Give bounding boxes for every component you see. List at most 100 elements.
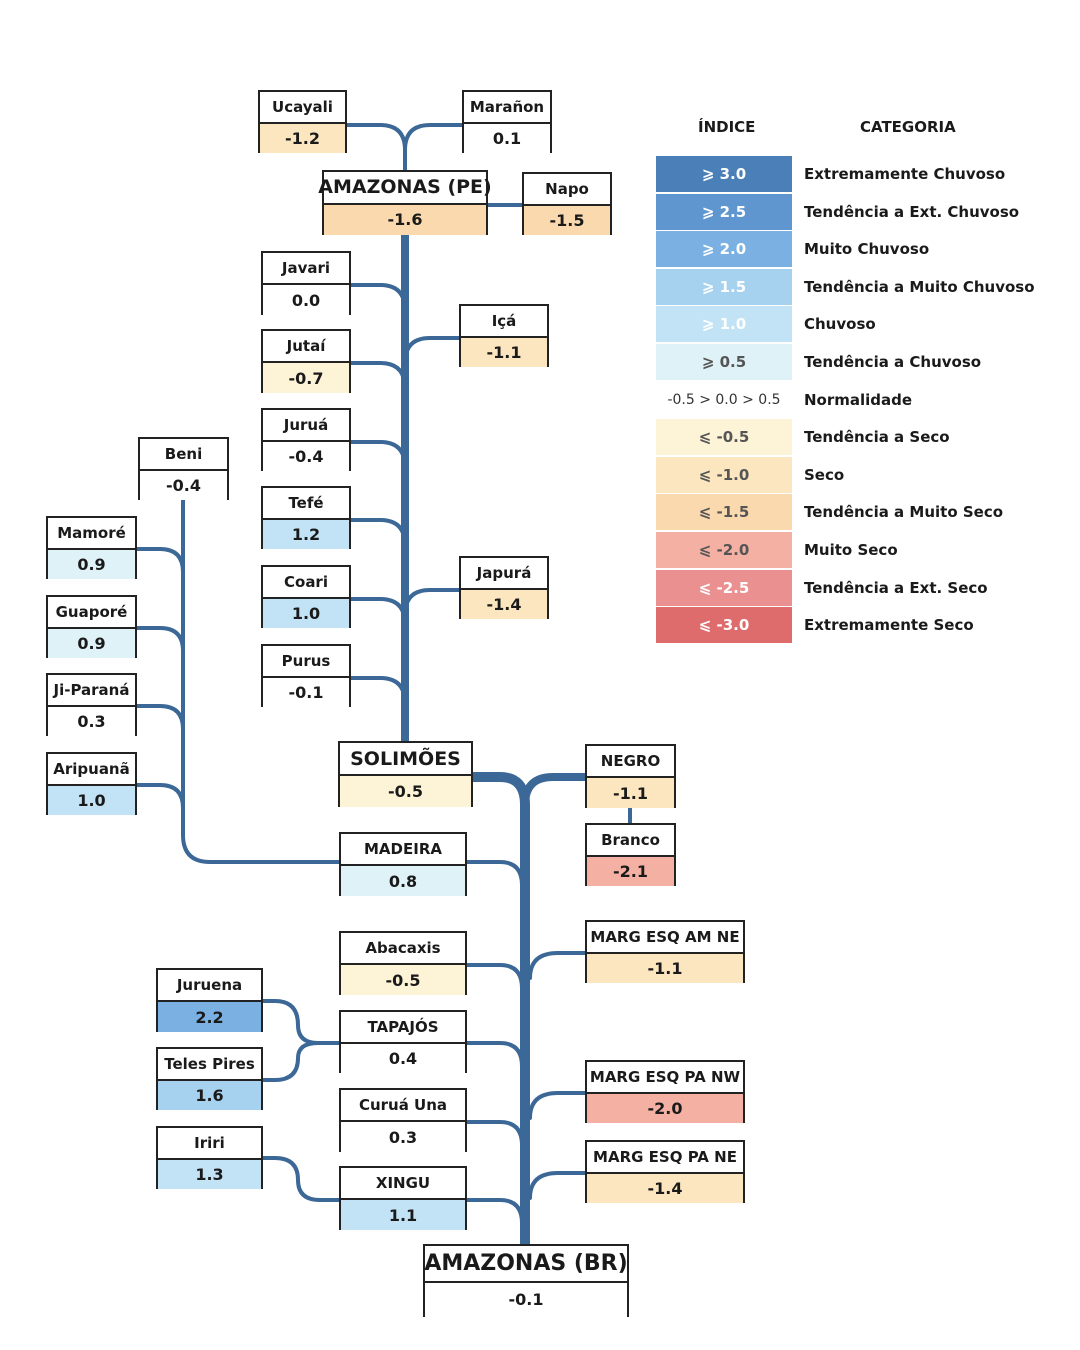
node-name: Abacaxis bbox=[341, 933, 465, 965]
connector-xingu bbox=[464, 1198, 524, 1225]
node-value: -1.5 bbox=[524, 205, 610, 235]
node-purus[interactable]: Purus-0.1 bbox=[261, 644, 351, 707]
node-value: -1.6 bbox=[324, 204, 486, 235]
legend-index-header: ÍNDICE bbox=[698, 118, 756, 136]
node-name: Marañon bbox=[464, 92, 550, 124]
connector-coari bbox=[348, 597, 407, 626]
legend-index-swatch: ⩾ 1.0 bbox=[656, 306, 792, 343]
node-amazonas-br[interactable]: AMAZONAS (BR)-0.1 bbox=[423, 1244, 629, 1317]
node-value: 2.2 bbox=[158, 1002, 261, 1032]
connector-maranon bbox=[403, 123, 465, 152]
node-ucayali[interactable]: Ucayali-1.2 bbox=[258, 90, 347, 153]
connector-javari bbox=[348, 283, 407, 312]
node-solimoes[interactable]: SOLIMÕES-0.5 bbox=[338, 741, 473, 807]
node-name: NEGRO bbox=[587, 746, 674, 778]
connector-juruena bbox=[260, 999, 342, 1045]
node-name: AMAZONAS (PE) bbox=[318, 172, 492, 205]
legend-index-swatch: ⩽ -2.0 bbox=[656, 532, 792, 568]
node-negro[interactable]: NEGRO-1.1 bbox=[585, 744, 676, 808]
node-value: 1.0 bbox=[263, 598, 349, 628]
node-name: Purus bbox=[263, 646, 349, 678]
connector-mamore bbox=[134, 547, 185, 574]
node-value: 1.3 bbox=[158, 1159, 261, 1189]
node-name: Juruá bbox=[263, 410, 349, 442]
node-marg-am-ne[interactable]: MARG ESQ AM NE-1.1 bbox=[585, 920, 745, 983]
connector-aripuana bbox=[134, 783, 185, 810]
node-name: Juruena bbox=[158, 970, 261, 1002]
legend-index-swatch: ⩾ 0.5 bbox=[656, 344, 792, 380]
node-name: Guaporé bbox=[48, 597, 135, 629]
node-branco[interactable]: Branco-2.1 bbox=[585, 823, 676, 886]
node-value: 0.9 bbox=[48, 549, 135, 579]
node-name: Javari bbox=[263, 253, 349, 285]
connector-curua-una bbox=[464, 1120, 524, 1147]
node-value: 1.2 bbox=[263, 519, 349, 549]
node-amazonas-pe[interactable]: AMAZONAS (PE)-1.6 bbox=[318, 170, 492, 235]
node-name: Coari bbox=[263, 567, 349, 599]
node-value: 0.8 bbox=[341, 866, 465, 896]
legend-index-swatch: ⩾ 3.0 bbox=[656, 156, 792, 192]
node-name: Branco bbox=[587, 825, 674, 857]
connector-marg-am-ne bbox=[528, 951, 588, 980]
node-name: Beni bbox=[140, 439, 227, 471]
node-name: Japurá bbox=[461, 558, 547, 590]
node-name: MARG ESQ PA NE bbox=[587, 1142, 743, 1174]
node-beni[interactable]: Beni-0.4 bbox=[138, 437, 229, 500]
node-marg-pa-nw[interactable]: MARG ESQ PA NW-2.0 bbox=[585, 1060, 745, 1123]
node-value: -2.1 bbox=[587, 856, 674, 886]
legend-category-label: Tendência a Ext. Seco bbox=[804, 578, 988, 597]
node-marg-pa-ne[interactable]: MARG ESQ PA NE-1.4 bbox=[585, 1140, 745, 1203]
node-name: Aripuanã bbox=[48, 754, 135, 786]
madeira-trunk bbox=[181, 498, 342, 864]
node-name: Jutaí bbox=[263, 331, 349, 363]
node-name: Tefé bbox=[263, 488, 349, 520]
node-value: 0.3 bbox=[341, 1122, 465, 1152]
legend-category-label: Tendência a Muito Chuvoso bbox=[804, 277, 1035, 296]
connector-madeira bbox=[464, 860, 524, 887]
node-value: -1.1 bbox=[461, 337, 547, 367]
legend-index-swatch: ⩽ -1.5 bbox=[656, 494, 792, 531]
legend-category-label: Normalidade bbox=[804, 390, 913, 409]
node-ica[interactable]: Içá-1.1 bbox=[459, 304, 549, 367]
node-name: Mamoré bbox=[48, 518, 135, 550]
connector-ucayali bbox=[344, 123, 407, 173]
node-value: 1.6 bbox=[158, 1080, 261, 1110]
legend-category-label: Muito Chuvoso bbox=[804, 240, 930, 259]
connector-group bbox=[134, 123, 632, 1250]
legend-category-header: CATEGORIA bbox=[860, 118, 956, 136]
node-abacaxis[interactable]: Abacaxis-0.5 bbox=[339, 931, 467, 995]
node-jutai[interactable]: Jutaí-0.7 bbox=[261, 329, 351, 393]
node-value: 1.0 bbox=[48, 785, 135, 815]
legend-category-label: Tendência a Ext. Chuvoso bbox=[804, 202, 1020, 221]
node-jurua[interactable]: Juruá-0.4 bbox=[261, 408, 351, 471]
legend-category-label: Tendência a Muito Seco bbox=[804, 503, 1004, 522]
node-name: XINGU bbox=[341, 1168, 465, 1200]
node-napo[interactable]: Napo-1.5 bbox=[522, 172, 612, 235]
node-japura[interactable]: Japurá-1.4 bbox=[459, 556, 549, 619]
connector-tapajos bbox=[464, 1041, 524, 1068]
connector-purus bbox=[348, 676, 407, 705]
